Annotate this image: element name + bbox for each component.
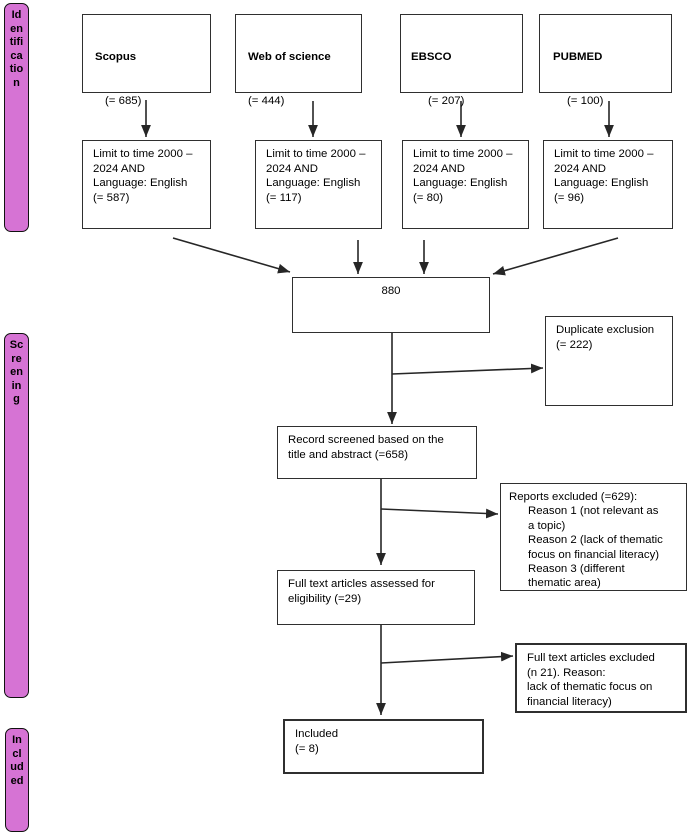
filter-box-scopus: Limit to time 2000 – 2024 AND Language: … — [82, 140, 211, 229]
source-name: PUBMED — [553, 51, 603, 64]
full-text-assessed-box: Full text articles assessed for eligibil… — [277, 570, 475, 625]
stage-bar-identification: Id en tifi ca tio n — [4, 3, 29, 232]
record-screened-box: Record screened based on the title and a… — [277, 426, 477, 479]
source-name: Web of science — [248, 51, 331, 64]
source-name: Scopus — [95, 51, 137, 64]
source-box-scopus: Scopus (= 685) — [82, 14, 211, 107]
source-box-web-of-science: Web of science (= 444) — [235, 14, 362, 107]
source-count: (= 207) — [428, 94, 465, 107]
filter-box-pubmed: Limit to time 2000 – 2024 AND Language: … — [543, 140, 673, 229]
source-count: (= 100) — [567, 94, 604, 107]
arrow-branch-duplicate — [391, 363, 544, 375]
source-name: EBSCO — [411, 51, 452, 64]
source-count: (= 685) — [105, 94, 142, 107]
arrow-filter1-to-total — [172, 237, 291, 274]
arrow-branch-fulltext-excluded — [380, 651, 514, 664]
total-records-box: 880 — [292, 277, 490, 333]
source-box-pubmed: PUBMED (= 100) — [539, 14, 672, 107]
source-box-ebsco: EBSCO (= 207) — [400, 14, 523, 107]
duplicate-exclusion-box: Duplicate exclusion (= 222) — [545, 316, 673, 406]
arrow-branch-reports-excluded — [380, 508, 499, 519]
stage-bar-included: In cl ud ed — [5, 728, 29, 832]
filter-box-ebsco: Limit to time 2000 – 2024 AND Language: … — [402, 140, 529, 229]
arrow-filter4-to-total — [492, 237, 619, 276]
included-box: Included (= 8) — [283, 719, 484, 774]
reports-excluded-box: Reports excluded (=629): Reason 1 (not r… — [500, 483, 687, 591]
stage-bar-screening: Sc re en in g — [4, 333, 29, 698]
full-text-excluded-box: Full text articles excluded (n 21). Reas… — [515, 643, 687, 713]
filter-box-web-of-science: Limit to time 2000 – 2024 AND Language: … — [255, 140, 382, 229]
source-count: (= 444) — [248, 94, 285, 107]
